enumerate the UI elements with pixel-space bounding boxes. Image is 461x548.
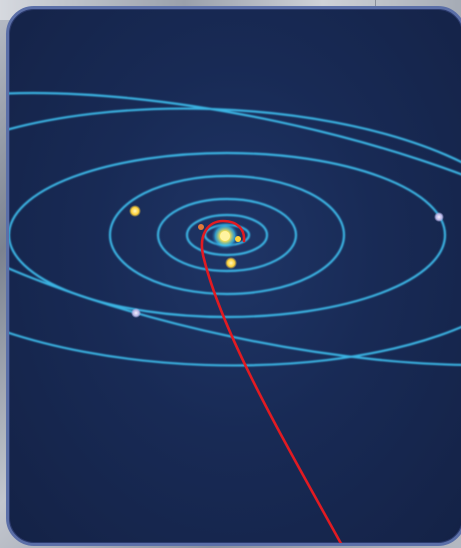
- orbit-4: [108, 174, 346, 296]
- planet-yellow-2: [129, 205, 141, 217]
- orbit-2: [185, 213, 269, 257]
- sun-core: [220, 231, 230, 241]
- spacecraft-trajectory: [200, 219, 343, 543]
- planet-pale-1: [131, 308, 141, 318]
- orbit-3: [156, 197, 298, 273]
- planet-near-sun: [235, 236, 241, 242]
- solar-system-illustration: [9, 91, 461, 543]
- orbit-5: [9, 151, 447, 319]
- planet-inner: [198, 224, 204, 230]
- planet-pale-2: [434, 212, 444, 222]
- planet-yellow-1: [225, 257, 237, 269]
- solar-system-panel: [6, 6, 461, 546]
